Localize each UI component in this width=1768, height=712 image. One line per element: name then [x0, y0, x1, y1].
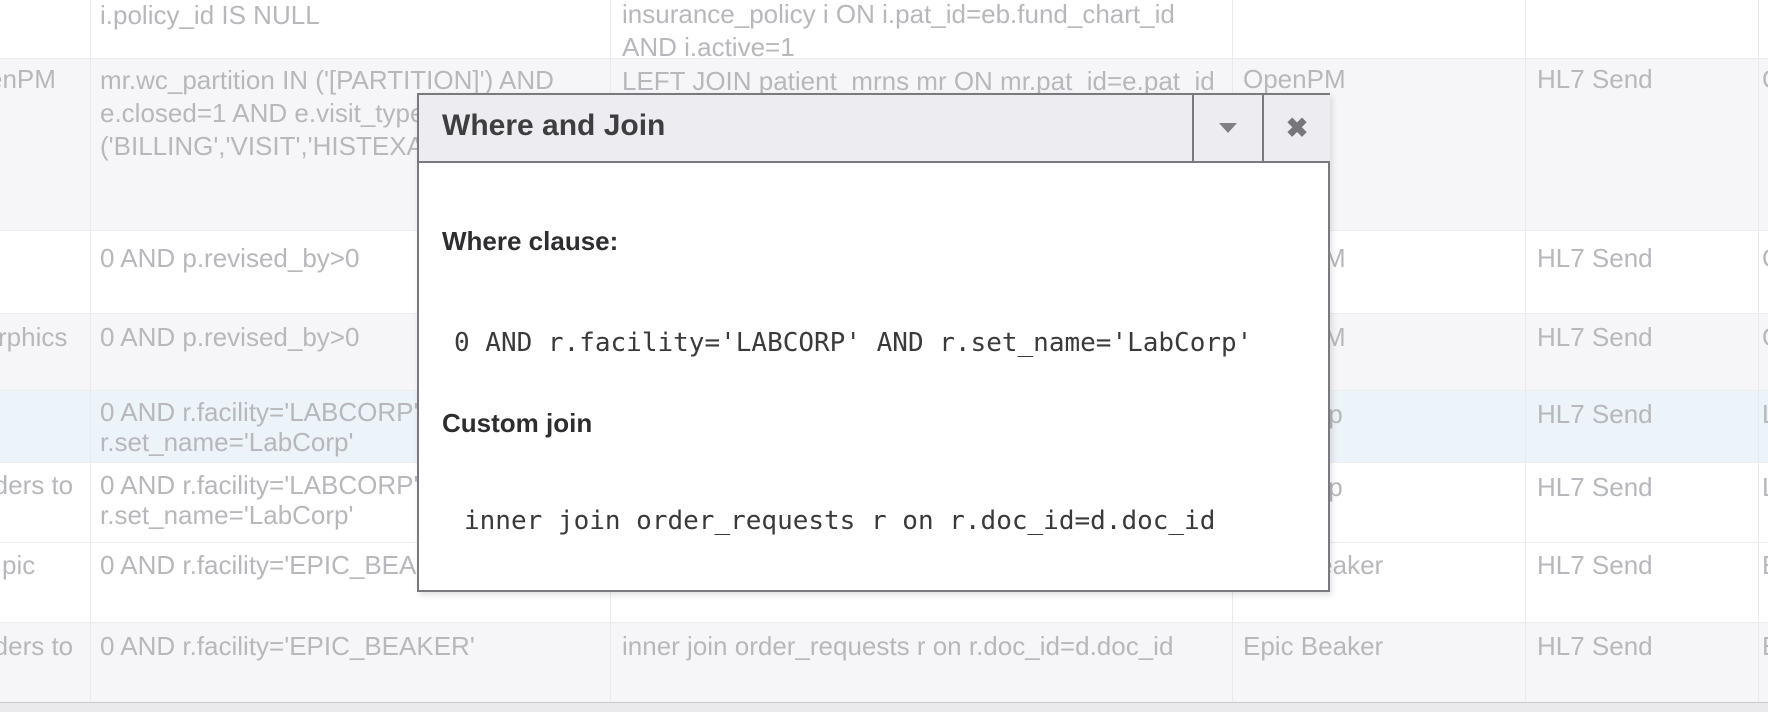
row-divider — [0, 58, 1768, 59]
join-clause-cell: insurance_policy i ON i.pat_id=eb.fund_c… — [622, 0, 1175, 62]
clipped-cell: L — [1762, 399, 1768, 430]
where-clause-value: 0 AND r.facility='LABCORP' AND r.set_nam… — [454, 328, 1253, 358]
column-divider — [1525, 0, 1526, 702]
custom-join-label: Custom join — [442, 408, 593, 438]
system-cell: OpenPM — [1243, 64, 1346, 94]
close-icon: ✖ — [1285, 112, 1309, 143]
where-clause-cell: 0 AND r.facility='EPIC_BEAKER' — [100, 550, 475, 580]
vendor-cell: rders to — [0, 631, 74, 661]
where-clause-cell: 0 AND r.facility='LABCORP' r.set_name='L… — [100, 470, 419, 530]
column-divider — [90, 0, 91, 702]
where-clause-cell: 0 AND p.revised_by>0 — [100, 322, 360, 352]
clipped-cell: O — [1762, 64, 1768, 95]
dialog-title: Where and Join — [442, 109, 666, 142]
send-type-cell: HL7 Send — [1537, 472, 1653, 502]
clipped-cell: O — [1762, 243, 1768, 274]
clipped-cell: E — [1762, 631, 1768, 662]
vendor-cell: enPM — [0, 64, 56, 94]
collapse-button[interactable] — [1192, 95, 1262, 161]
send-type-cell: HL7 Send — [1537, 399, 1653, 429]
vendor-cell: rphics — [0, 322, 68, 352]
system-cell: Epic Beaker — [1243, 631, 1384, 661]
send-type-cell: HL7 Send — [1537, 64, 1653, 94]
send-type-cell: HL7 Send — [1537, 243, 1653, 273]
send-type-cell: HL7 Send — [1537, 550, 1653, 580]
where-clause-label: Where clause: — [442, 226, 619, 256]
where-clause-cell: 0 AND p.revised_by>0 — [100, 243, 360, 273]
join-clause-cell: inner join order_requests r on r.doc_id=… — [622, 631, 1174, 661]
close-button[interactable]: ✖ — [1262, 95, 1330, 161]
chevron-down-icon — [1219, 123, 1237, 133]
table-footer-strip — [0, 702, 1768, 712]
table-row[interactable]: i.policy_id IS NULL insurance_policy i O… — [0, 0, 1768, 62]
where-clause-cell: 0 AND r.facility='EPIC_BEAKER' — [100, 631, 475, 661]
where-and-join-dialog: Where and Join ✖ Where clause: 0 AND r.f… — [417, 93, 1330, 592]
where-clause-cell: mr.wc_partition IN ('[PARTITION]') AND e… — [100, 65, 554, 161]
custom-join-value: inner join order_requests r on r.doc_id=… — [464, 506, 1216, 536]
join-clause-cell: LEFT JOIN patient_mrns mr ON mr.pat_id=e… — [622, 66, 1215, 96]
clipped-cell: L — [1762, 472, 1768, 503]
where-clause-cell: 0 AND r.facility='LABCORP' r.set_name='L… — [100, 397, 419, 457]
send-type-cell: HL7 Send — [1537, 631, 1653, 661]
vendor-cell: rders to — [0, 470, 74, 500]
clipped-cell: E — [1762, 550, 1768, 581]
clipped-cell: O — [1762, 322, 1768, 353]
table-row[interactable]: rders to 0 AND r.facility='EPIC_BEAKER' … — [0, 622, 1768, 702]
column-divider — [1758, 0, 1759, 702]
send-type-cell: HL7 Send — [1537, 322, 1653, 352]
vendor-cell: pic — [2, 550, 36, 580]
where-clause-cell: i.policy_id IS NULL — [100, 0, 320, 30]
dialog-header[interactable]: Where and Join ✖ — [419, 95, 1330, 163]
row-divider — [0, 622, 1768, 623]
